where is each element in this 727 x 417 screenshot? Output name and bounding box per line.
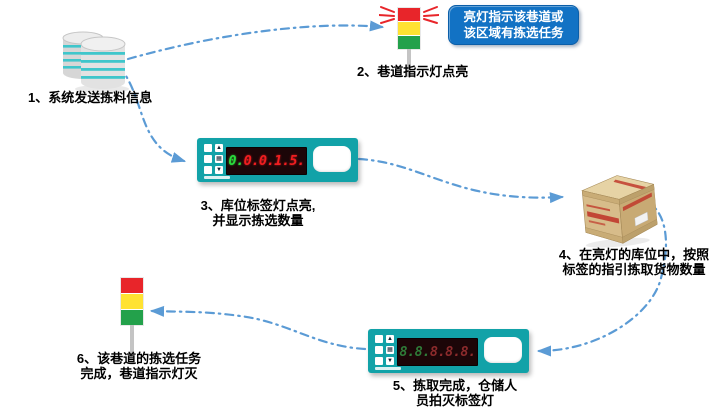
callout-line1: 亮灯指示该巷道或 bbox=[463, 10, 564, 24]
led-digit: 0. bbox=[243, 153, 260, 169]
step5-label-line2: 员拍灭标签灯 bbox=[415, 393, 495, 408]
brand-mark bbox=[204, 176, 230, 179]
confirm-button bbox=[484, 337, 522, 363]
step2-label: 2、巷道指示灯点亮 bbox=[357, 64, 469, 79]
key-up-icon: ▲ bbox=[215, 144, 223, 152]
led-digit: 1. bbox=[274, 153, 290, 169]
led-digit: 8. bbox=[429, 344, 446, 360]
light-stack bbox=[398, 8, 420, 49]
arrow-step1-to-step2 bbox=[126, 20, 385, 61]
confirm-button bbox=[313, 146, 351, 172]
red-lamp bbox=[121, 278, 143, 293]
step4-label-line1: 4、在亮灯的库位中，按照 bbox=[558, 247, 710, 262]
key-down-icon: ▼ bbox=[215, 166, 223, 174]
arrow-step5-to-step6 bbox=[149, 305, 367, 351]
yellow-lamp bbox=[398, 22, 420, 35]
shelf-tag-device-lit: ▲ ▦ ▼ 0. 0. 0. 1. 5. bbox=[197, 138, 358, 182]
light-stack bbox=[121, 278, 143, 325]
key-down-icon: ▼ bbox=[386, 357, 394, 365]
led-display: 0. 0. 0. 1. 5. bbox=[226, 147, 307, 175]
light-pole bbox=[407, 49, 411, 77]
database-icon bbox=[55, 24, 133, 101]
callout-line2: 该区域有拣选任务 bbox=[463, 26, 564, 40]
step6-label: 6、该巷道的拣选任务 完成，巷道指示灯灭 bbox=[77, 351, 201, 381]
step1-label: 1、系统发送拣料信息 bbox=[28, 90, 153, 105]
arrow-step3-to-step4 bbox=[357, 157, 565, 204]
led-digit: 8. bbox=[460, 344, 476, 360]
step5-label-line1: 5、拣取完成，仓储人 bbox=[392, 378, 518, 393]
step3-label-line1: 3、库位标签灯点亮, bbox=[200, 198, 316, 213]
key-blank bbox=[375, 335, 383, 343]
key-blank bbox=[204, 166, 212, 174]
led-digit: 8. bbox=[445, 344, 461, 360]
led-digit: 0. bbox=[228, 153, 244, 169]
green-lamp bbox=[121, 310, 143, 325]
key-mid-icon: ▦ bbox=[386, 346, 394, 354]
led-display: 8. 8. 8. 8. 8. bbox=[397, 338, 478, 366]
key-up-icon: ▲ bbox=[386, 335, 394, 343]
step3-label: 3、库位标签灯点亮, 并显示拣选数量 bbox=[201, 198, 316, 228]
key-blank bbox=[375, 346, 383, 354]
green-lamp bbox=[398, 36, 420, 49]
device-keypad: ▲ ▦ ▼ bbox=[375, 335, 394, 365]
arrow-step1-to-step3 bbox=[117, 64, 187, 163]
red-lamp bbox=[398, 8, 420, 21]
key-blank bbox=[375, 357, 383, 365]
led-digit: 8. bbox=[414, 344, 431, 360]
step6-label-line2: 完成，巷道指示灯灭 bbox=[80, 366, 198, 381]
step6-label-line1: 6、该巷道的拣选任务 bbox=[76, 351, 202, 366]
step5-label: 5、拣取完成，仓储人 员拍灭标签灯 bbox=[393, 378, 517, 408]
callout-bubble: 亮灯指示该巷道或 该区域有拣选任务 bbox=[448, 5, 579, 45]
key-mid-icon: ▦ bbox=[215, 155, 223, 163]
led-digit: 5. bbox=[289, 153, 305, 169]
device-keypad: ▲ ▦ ▼ bbox=[204, 144, 223, 174]
aisle-indicator-light-off bbox=[121, 278, 143, 353]
key-blank bbox=[204, 144, 212, 152]
carton-box-icon bbox=[570, 172, 658, 253]
led-digit: 8. bbox=[399, 344, 415, 360]
arrow-step4-to-step5 bbox=[536, 198, 667, 357]
brand-mark bbox=[375, 367, 401, 370]
glow-rays-icon bbox=[379, 6, 439, 24]
step4-label-line2: 标签的指引拣取货物数量 bbox=[562, 262, 706, 277]
aisle-indicator-light-on bbox=[379, 6, 439, 77]
led-digit: 0. bbox=[258, 153, 275, 169]
shelf-tag-device-off: ▲ ▦ ▼ 8. 8. 8. 8. 8. bbox=[368, 329, 529, 373]
light-pole bbox=[130, 325, 134, 353]
step4-label: 4、在亮灯的库位中，按照 标签的指引拣取货物数量 bbox=[559, 247, 709, 277]
step3-label-line2: 并显示拣选数量 bbox=[212, 213, 304, 228]
key-blank bbox=[204, 155, 212, 163]
yellow-lamp bbox=[121, 294, 143, 309]
